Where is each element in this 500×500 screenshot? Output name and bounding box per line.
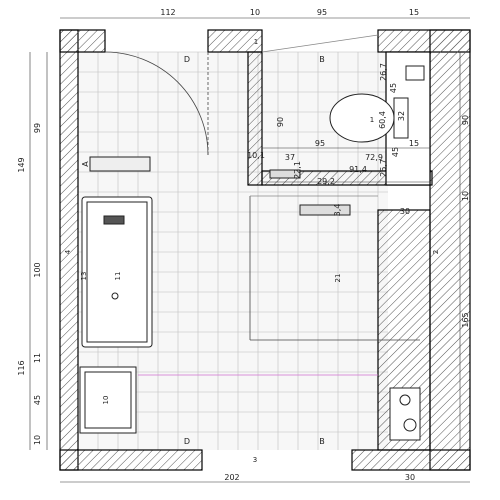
label-dimensions-wc-1: 45 (389, 83, 398, 93)
shelf-a (89, 156, 151, 172)
wall-top-left (59, 29, 106, 53)
label-dimensions-bottom-0: 202 (224, 473, 239, 482)
faucet-bar (299, 204, 351, 216)
label-dimensions-wc-13: 3,4 (333, 204, 342, 217)
label-element_ids-5: 11 (114, 272, 122, 281)
wall-top-mid (207, 29, 263, 53)
label-dimensions-wc-12: 29,2 (317, 177, 335, 186)
cabinet-10 (79, 366, 137, 434)
label-element_ids-3: 4 (64, 249, 72, 254)
sink-drain-2 (403, 418, 417, 432)
label-element_ids-8: 1 (254, 38, 258, 46)
label-element_ids-7: 21 (334, 274, 342, 283)
label-element_ids-0: 1 (370, 116, 374, 124)
wall-right (429, 29, 471, 471)
label-dimensions-wc-15: 60,4 (378, 111, 387, 129)
label-dimensions-top-2: 95 (317, 8, 327, 17)
label-dimensions-top-1: 10 (250, 8, 260, 17)
wall-partition (247, 51, 263, 186)
wall-bottom-right (351, 449, 471, 471)
toilet-tank (393, 97, 409, 139)
shower-tap (269, 169, 301, 179)
label-dimensions-top-3: 15 (409, 8, 419, 17)
bathtub-inner (86, 201, 148, 343)
label-dimensions-wc-6: 45 (391, 147, 400, 157)
label-dimensions-wc-14: 30 (400, 207, 410, 216)
label-dimensions-left_inner-0: 99 (33, 123, 42, 133)
label-element_ids-4: 10 (102, 396, 110, 405)
dimension-lines (29, 17, 470, 483)
label-dimensions-left_outer-4: 10 (33, 435, 42, 445)
label-dimensions-left_inner-1: 11 (33, 353, 42, 363)
label-element_ids-2: 3 (253, 456, 257, 464)
bathtub (81, 196, 153, 348)
label-element_ids-6: 13 (80, 272, 88, 281)
label-dimensions-bottom-1: 30 (405, 473, 415, 482)
label-dimensions-left_outer-1: 100 (33, 262, 42, 277)
label-element_ids-1: 2 (432, 250, 440, 254)
label-dimensions-right_outer-0: 165 (461, 312, 470, 327)
label-dimensions-wc-10: 91,4 (349, 165, 367, 174)
label-dimensions-wc-9: 37 (285, 153, 295, 162)
walls (59, 29, 471, 471)
label-section_markers-1: B (319, 55, 325, 64)
label-dimensions-wc-4: 95 (315, 139, 325, 148)
fixtures (79, 65, 425, 441)
label-dimensions-wc-11: 10,1 (247, 151, 265, 160)
sink-drain (399, 394, 411, 406)
label-dimensions-wc-16: 22,1 (293, 161, 302, 179)
label-dimensions-left_outer-3: 45 (33, 395, 42, 405)
label-dimensions-right_inner-1: 10 (461, 191, 470, 201)
label-section_markers-0: D (184, 55, 190, 64)
label-dimensions-right_inner-0: 90 (461, 115, 470, 125)
label-dimensions-wc-0: 26,7 (379, 63, 388, 81)
label-section_markers-2: D (184, 437, 190, 446)
label-section_markers-3: B (319, 437, 325, 446)
label-section_markers-4: A (81, 161, 90, 167)
bath-drain (111, 292, 119, 300)
label-dimensions-wc-7: 15 (409, 139, 419, 148)
doors (104, 34, 420, 376)
bath-tap (103, 215, 125, 225)
label-dimensions-wc-2: 32 (397, 111, 406, 121)
label-dimensions-left_outer-2: 116 (17, 360, 26, 375)
label-dimensions-left_outer-0: 149 (17, 157, 26, 172)
wc-box (405, 65, 425, 81)
label-dimensions-wc-3: 26,7 (379, 159, 388, 177)
label-dimensions-wc-5: 72,9 (365, 153, 383, 162)
label-dimensions-wc-8: 90 (276, 117, 285, 127)
wall-bottom-left (59, 449, 203, 471)
door-swing-left (104, 51, 209, 156)
label-dimensions-top-0: 112 (160, 8, 175, 17)
cabinet-10-inner (84, 371, 132, 429)
door-top-right-line (261, 34, 379, 53)
